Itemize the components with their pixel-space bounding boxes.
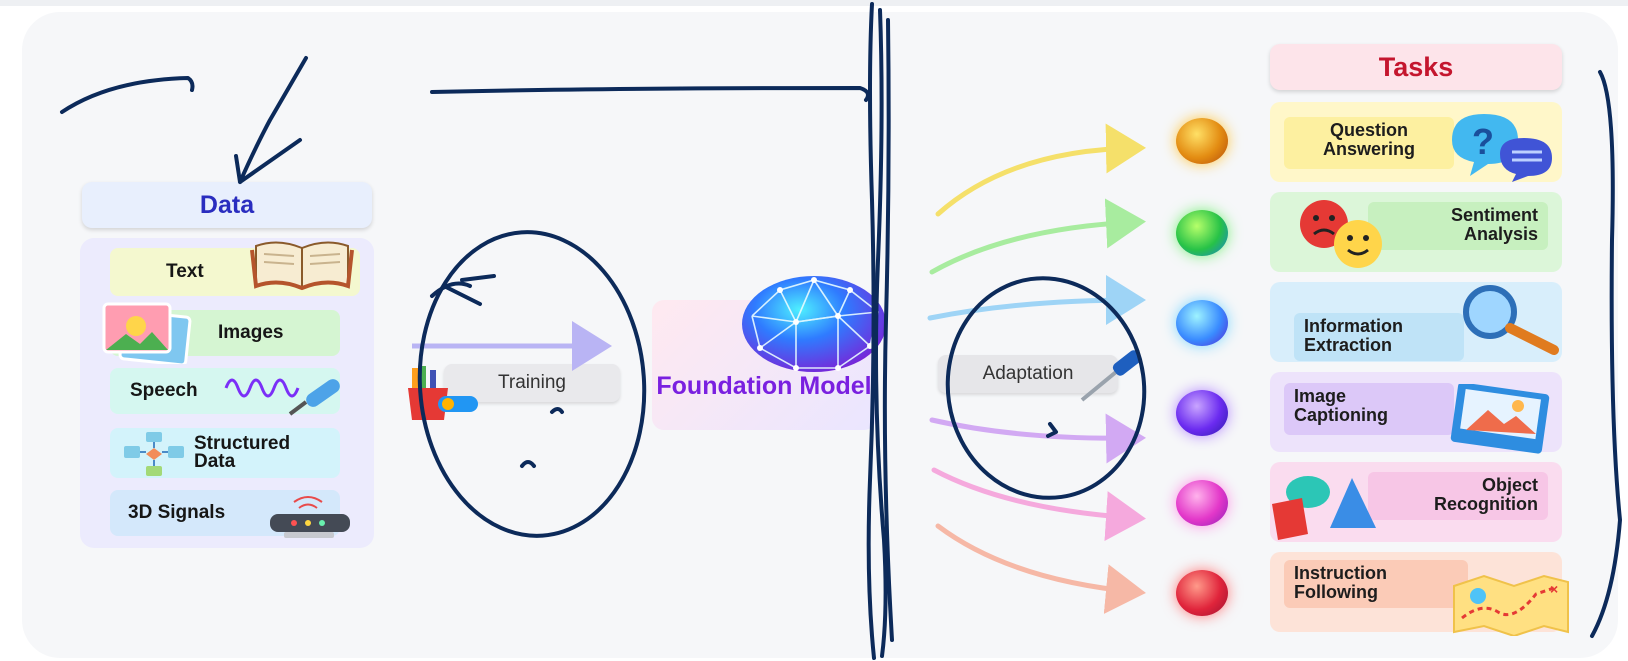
training-label: Training [498, 372, 566, 393]
paint-tools-icon [408, 366, 490, 422]
task-label: Question Answering [1284, 117, 1454, 169]
svg-text:?: ? [1472, 121, 1494, 162]
task-label: Image Captioning [1284, 383, 1454, 435]
model-sphere-purple [1176, 390, 1228, 436]
top-edge [0, 0, 1628, 6]
data-item-label: Speech [130, 380, 198, 401]
handwritten-bracket [1590, 70, 1622, 638]
handwritten-mark [520, 460, 536, 468]
handwritten-stroke [60, 76, 195, 114]
model-sphere-orange [1176, 118, 1228, 164]
task-label: Sentiment Analysis [1368, 202, 1548, 250]
fanout-arrow-green [929, 198, 1146, 275]
handwritten-mark [1046, 422, 1058, 438]
treasure-map-icon: × [1452, 572, 1570, 638]
task-label: Instruction Following [1284, 560, 1468, 608]
images-icon [100, 300, 192, 367]
model-sphere-blue [1176, 300, 1228, 346]
foundation-model-label: Foundation Model [656, 372, 872, 400]
model-sphere-magenta [1176, 480, 1228, 526]
model-sphere-red [1176, 570, 1228, 616]
data-item-label: Images [218, 322, 284, 343]
fanout-arrow-magenta [931, 467, 1146, 542]
foundation-model-globe-icon [738, 276, 888, 374]
data-item-label: Structured Data [194, 433, 291, 472]
adaptation-box: Adaptation [938, 355, 1118, 393]
flowchart-icon [120, 430, 186, 478]
data-title: Data [82, 182, 372, 228]
handwritten-circle-training [417, 230, 647, 538]
model-sphere-green [1176, 210, 1228, 256]
handwritten-divider [866, 2, 876, 660]
handwritten-arrow [234, 56, 308, 184]
fanout-arrow-purple [929, 413, 1146, 464]
screwdriver-icon [1076, 350, 1146, 406]
task-label: Information Extraction [1294, 313, 1464, 361]
task-label: Object Recognition [1368, 472, 1548, 520]
question-bubble-icon: ? [1448, 110, 1558, 184]
tasks-title: Tasks [1270, 44, 1562, 90]
handwritten-divider [874, 8, 888, 658]
handwritten-circle-adaptation [945, 276, 1147, 500]
adaptation-label: Adaptation [982, 363, 1074, 384]
svg-text:×: × [1550, 581, 1558, 597]
handwritten-line [430, 86, 870, 102]
magnifier-icon [1454, 284, 1574, 358]
emoji-faces-icon [1298, 198, 1384, 270]
data-item-label: 3D Signals [128, 502, 226, 523]
router-icon [264, 492, 354, 542]
microphone-icon [224, 368, 350, 420]
handwritten-mark [550, 407, 564, 414]
fanout-arrow-peach [935, 523, 1146, 615]
shapes-icon [1268, 470, 1380, 546]
data-item-label: Text [166, 261, 204, 282]
fanout-arrow-blue [927, 275, 1146, 326]
book-icon [250, 236, 354, 292]
handwritten-divider [882, 18, 894, 642]
picture-frame-icon [1446, 382, 1556, 456]
fanout-arrow-yellow [935, 123, 1146, 217]
handwritten-scribble [430, 274, 496, 306]
